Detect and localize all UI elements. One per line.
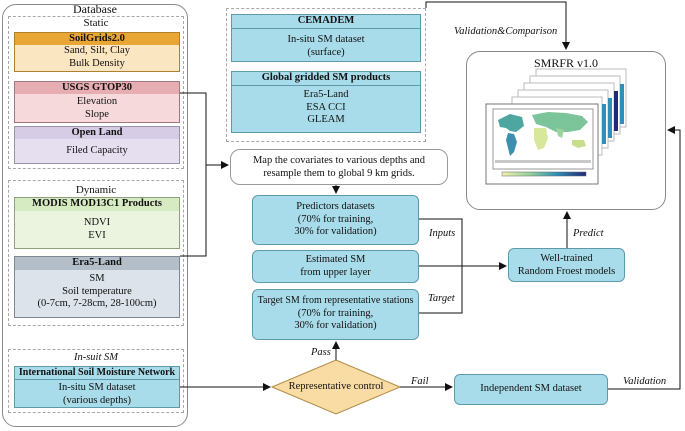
estimated-sm-line-1: Estimated SM bbox=[305, 254, 366, 265]
openland-line-1: Filed Capacity bbox=[66, 145, 128, 156]
target-sm-box: Target SM from representative stations (… bbox=[252, 289, 419, 340]
estimated-sm-line-2: from upper layer bbox=[300, 266, 371, 278]
modis-box: MODIS MOD13C1 Products NDVI EVI bbox=[14, 197, 180, 249]
database-panel bbox=[2, 4, 188, 427]
soilgrids-title: SoilGrids2.0 bbox=[15, 33, 179, 45]
rf-model-box: Well-trained Random Froest models bbox=[508, 248, 625, 282]
validation-arrow bbox=[608, 126, 681, 390]
predictors-line-1: Predictors datasets bbox=[296, 201, 375, 212]
ismn-title: International Soil Moisture Network bbox=[15, 367, 179, 380]
global-products-line-3: GLEAM bbox=[307, 114, 345, 125]
openland-box: Open Land Filed Capacity bbox=[14, 126, 180, 164]
global-products-title: Global gridded SM products bbox=[232, 72, 420, 86]
openland-title: Open Land bbox=[15, 127, 179, 139]
database-title: Database bbox=[73, 2, 117, 16]
fail-label: Fail bbox=[411, 376, 429, 387]
era5-line-3: (0-7cm, 7-28cm, 28-100cm) bbox=[37, 298, 157, 309]
gtop-line-2: Slope bbox=[85, 108, 109, 120]
insitu-group bbox=[8, 349, 184, 413]
independent-sm-box: Independent SM dataset bbox=[454, 374, 608, 405]
predictors-box: Predictors datasets (70% for training, 3… bbox=[252, 195, 419, 245]
target-sm-line-1: Target SM from representative stations bbox=[257, 295, 414, 306]
era5-box: Era5-Land SM Soil temperature (0-7cm, 7-… bbox=[14, 256, 180, 318]
cemadem-title: CEMADEM bbox=[232, 15, 420, 29]
estimated-sm-box: Estimated SM from upper layer bbox=[252, 250, 419, 283]
dynamic-label: Dynamic bbox=[75, 184, 117, 196]
rf-model-line-2: Random Froest models bbox=[517, 265, 616, 277]
static-dynamic-bracket bbox=[180, 92, 207, 257]
target-label: Target bbox=[428, 293, 455, 304]
validation-comparison-label: Validation&Comparison bbox=[454, 26, 558, 37]
ismn-line-2: (various depths) bbox=[63, 394, 131, 406]
cemadem-box: CEMADEM In-situ SM dataset (surface) bbox=[231, 14, 421, 62]
validation-sources-group bbox=[226, 8, 426, 142]
cemadem-line-1: In-situ SM dataset bbox=[287, 34, 365, 45]
soilgrids-box: SoilGrids2.0 Sand, Silt, Clay Bulk Densi… bbox=[14, 32, 180, 72]
ismn-box: International Soil Moisture Network In-s… bbox=[14, 366, 180, 408]
map-covariates-line-2: resample them to global 9 km grids. bbox=[263, 167, 415, 179]
target-sm-line-2: (70% for training, bbox=[297, 307, 374, 319]
validation-label: Validation bbox=[623, 376, 667, 387]
era5-line-1: SM bbox=[89, 273, 105, 284]
map-covariates-line-1: Map the covariates to various depths and bbox=[252, 155, 426, 166]
global-products-line-2: ESA CCI bbox=[306, 101, 346, 113]
target-sm-line-3: 30% for validation) bbox=[294, 320, 377, 331]
predictors-line-3: 30% for validation) bbox=[294, 226, 377, 237]
modis-title: MODIS MOD13C1 Products bbox=[15, 198, 179, 211]
soilgrids-line-2: Bulk Density bbox=[69, 57, 125, 69]
gtop-title: USGS GTOP30 bbox=[15, 82, 179, 94]
representative-control-label: Representative control bbox=[288, 381, 384, 392]
modis-line-1: NDVI bbox=[83, 217, 111, 228]
era5-line-2: Soil temperature bbox=[62, 285, 132, 297]
predictors-line-2: (70% for training, bbox=[297, 213, 374, 225]
static-label: Static bbox=[83, 17, 109, 29]
dynamic-group bbox=[8, 180, 184, 326]
soilgrids-line-1: Sand, Silt, Clay bbox=[64, 45, 130, 56]
predict-label: Predict bbox=[573, 228, 604, 239]
insitu-label: In-suit SM bbox=[73, 352, 119, 363]
smrfr-title: SMRFR v1.0 bbox=[533, 56, 599, 70]
era5-title: Era5-Land bbox=[15, 257, 179, 270]
global-products-line-1: Era5-Land bbox=[303, 89, 349, 100]
validation-comparison-arrow bbox=[425, 1, 570, 50]
inputs-label: Inputs bbox=[429, 228, 456, 239]
smrfr-map-stack bbox=[485, 68, 627, 185]
gtop-line-1: Elevation bbox=[76, 96, 118, 107]
ismn-line-1: In-situ SM dataset bbox=[58, 382, 136, 393]
map-covariates-box: Map the covariates to various depths and… bbox=[230, 149, 448, 185]
rf-model-line-1: Well-trained bbox=[540, 253, 593, 264]
modis-line-2: EVI bbox=[88, 229, 106, 241]
pass-label: Pass bbox=[311, 347, 331, 358]
independent-sm-label: Independent SM dataset bbox=[480, 383, 582, 394]
gtop-box: USGS GTOP30 Elevation Slope bbox=[14, 81, 180, 123]
global-products-box: Global gridded SM products Era5-Land ESA… bbox=[231, 71, 421, 133]
cemadem-line-2: (surface) bbox=[307, 46, 345, 58]
